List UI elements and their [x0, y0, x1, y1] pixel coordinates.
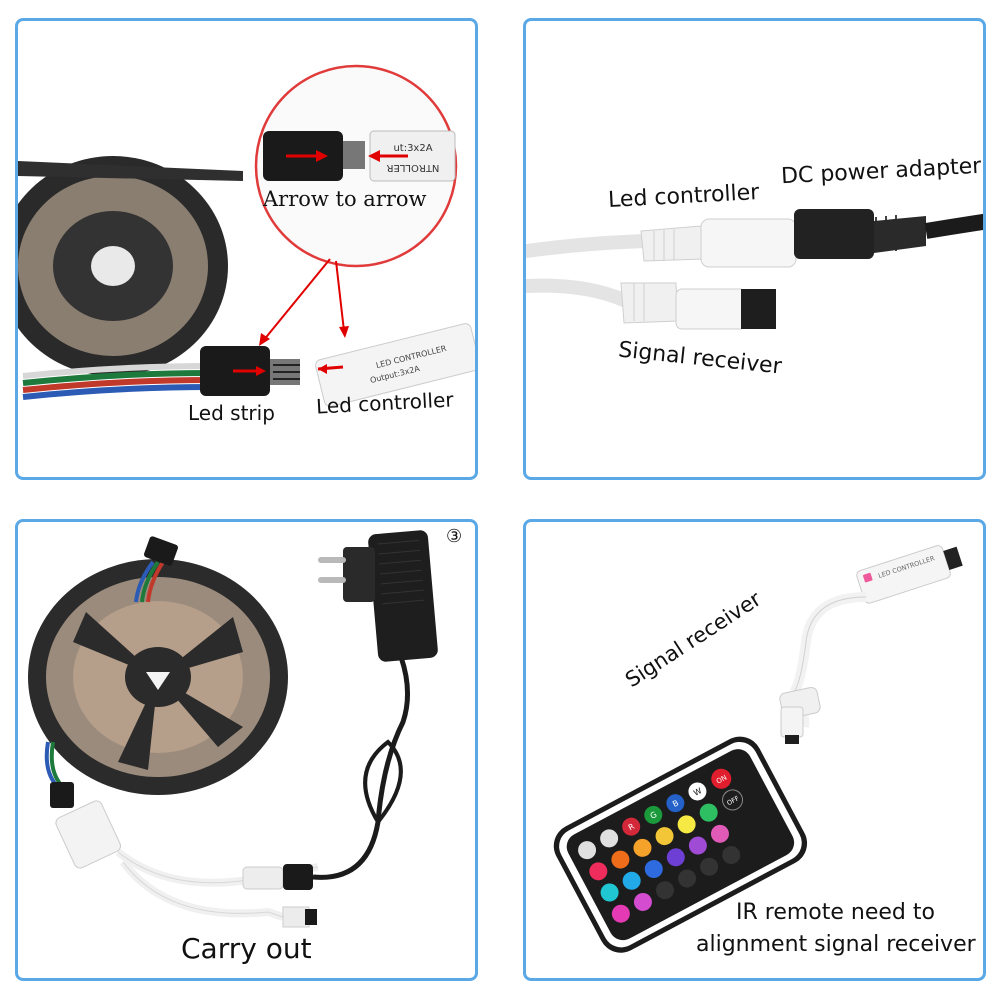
plug-pin-bottom — [318, 577, 346, 583]
connection-illustration: LED CONTROLLER Output:3x2A ut:3x2A NTROL… — [18, 64, 475, 407]
panel-ir-remote: LED CONTROLLER — [523, 519, 986, 981]
plug-pin-top — [318, 557, 346, 563]
remote-buttons — [578, 768, 744, 923]
remote-w-label: W — [692, 786, 703, 798]
dc-plug — [794, 209, 874, 259]
panel-power-connection: Led controller DC power adapter Signal r… — [523, 18, 986, 480]
receiver-tip — [785, 735, 799, 744]
remote-b-label: B — [671, 798, 680, 809]
zoom-controller-print: NTROLLER — [387, 162, 440, 173]
led-controller — [315, 323, 475, 407]
power-illustration — [526, 209, 983, 330]
power-adapter — [368, 530, 438, 662]
zoom-label: Arrow to arrow — [263, 187, 427, 211]
controller-box — [55, 800, 122, 869]
carry-out-label: Carry out — [181, 932, 312, 965]
remote-illustration: LED CONTROLLER — [553, 545, 963, 953]
receiver-head — [741, 289, 776, 329]
remote-g-label: G — [649, 810, 659, 821]
number-marker: ③ — [446, 526, 463, 547]
controller-plug — [640, 225, 705, 262]
ir-remote-line2: alignment signal receiver — [696, 932, 976, 957]
receiver-box — [856, 545, 951, 604]
zoom-output-print: ut:3x2A — [393, 143, 432, 154]
panel-package-contents: ③ Carry out — [15, 519, 478, 981]
receiver-plug — [620, 282, 679, 324]
ir-remote-line1: IR remote need to — [736, 900, 935, 925]
panel-connection-diagram: LED CONTROLLER Output:3x2A ut:3x2A NTROL… — [15, 18, 478, 480]
reel-center — [91, 246, 135, 286]
led-strip-label: Led strip — [188, 401, 275, 425]
remote-r-label: R — [627, 822, 637, 833]
package-illustration — [28, 530, 438, 928]
